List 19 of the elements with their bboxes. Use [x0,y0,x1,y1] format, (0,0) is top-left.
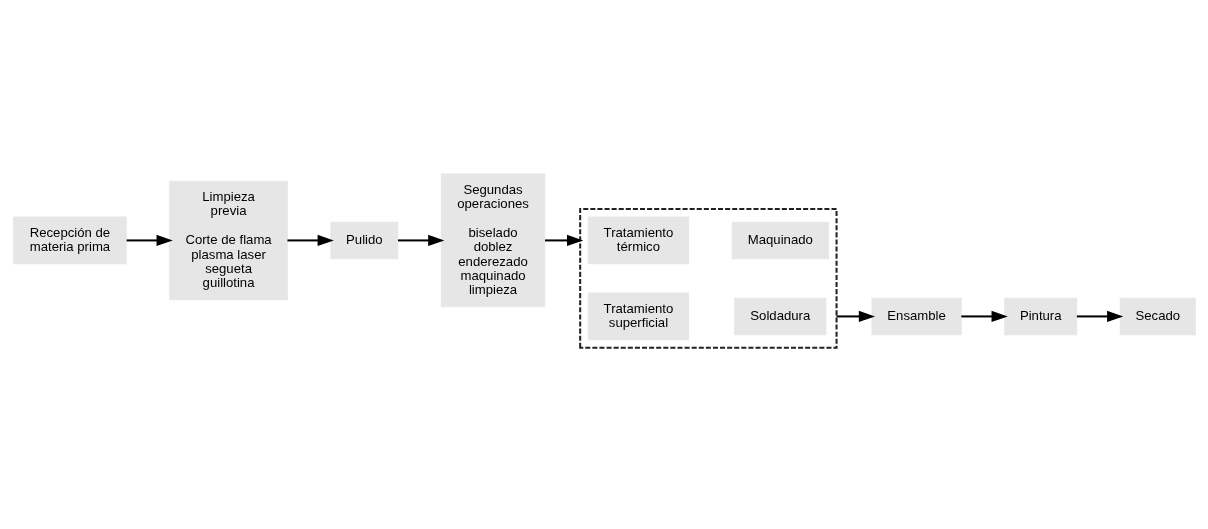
node-box: Soldadura [733,297,826,335]
arrow [544,234,583,246]
node-box: Recepción de materia prima [12,216,127,264]
node-box: Secado [1119,297,1196,335]
node-box: Pulido [329,221,398,259]
node-box: Segundas operaciones biselado doblez enderezado maquinado limpieza [440,173,545,307]
node-box: Limpieza previa Corte de flama plasma laser segueta guillotina [168,180,288,300]
arrow [126,234,173,246]
node-box: Tratamiento superficial [587,292,689,340]
node-box: Ensamble [871,297,962,335]
arrow [286,234,334,246]
arrow [1076,310,1123,322]
node-box: Maquinado [731,221,829,259]
node-box: Tratamiento térmico [587,216,689,264]
arrow [836,310,875,322]
node-box: Pintura [1003,297,1077,335]
cluster [578,207,838,349]
arrow [960,310,1008,322]
arrow [397,234,444,246]
